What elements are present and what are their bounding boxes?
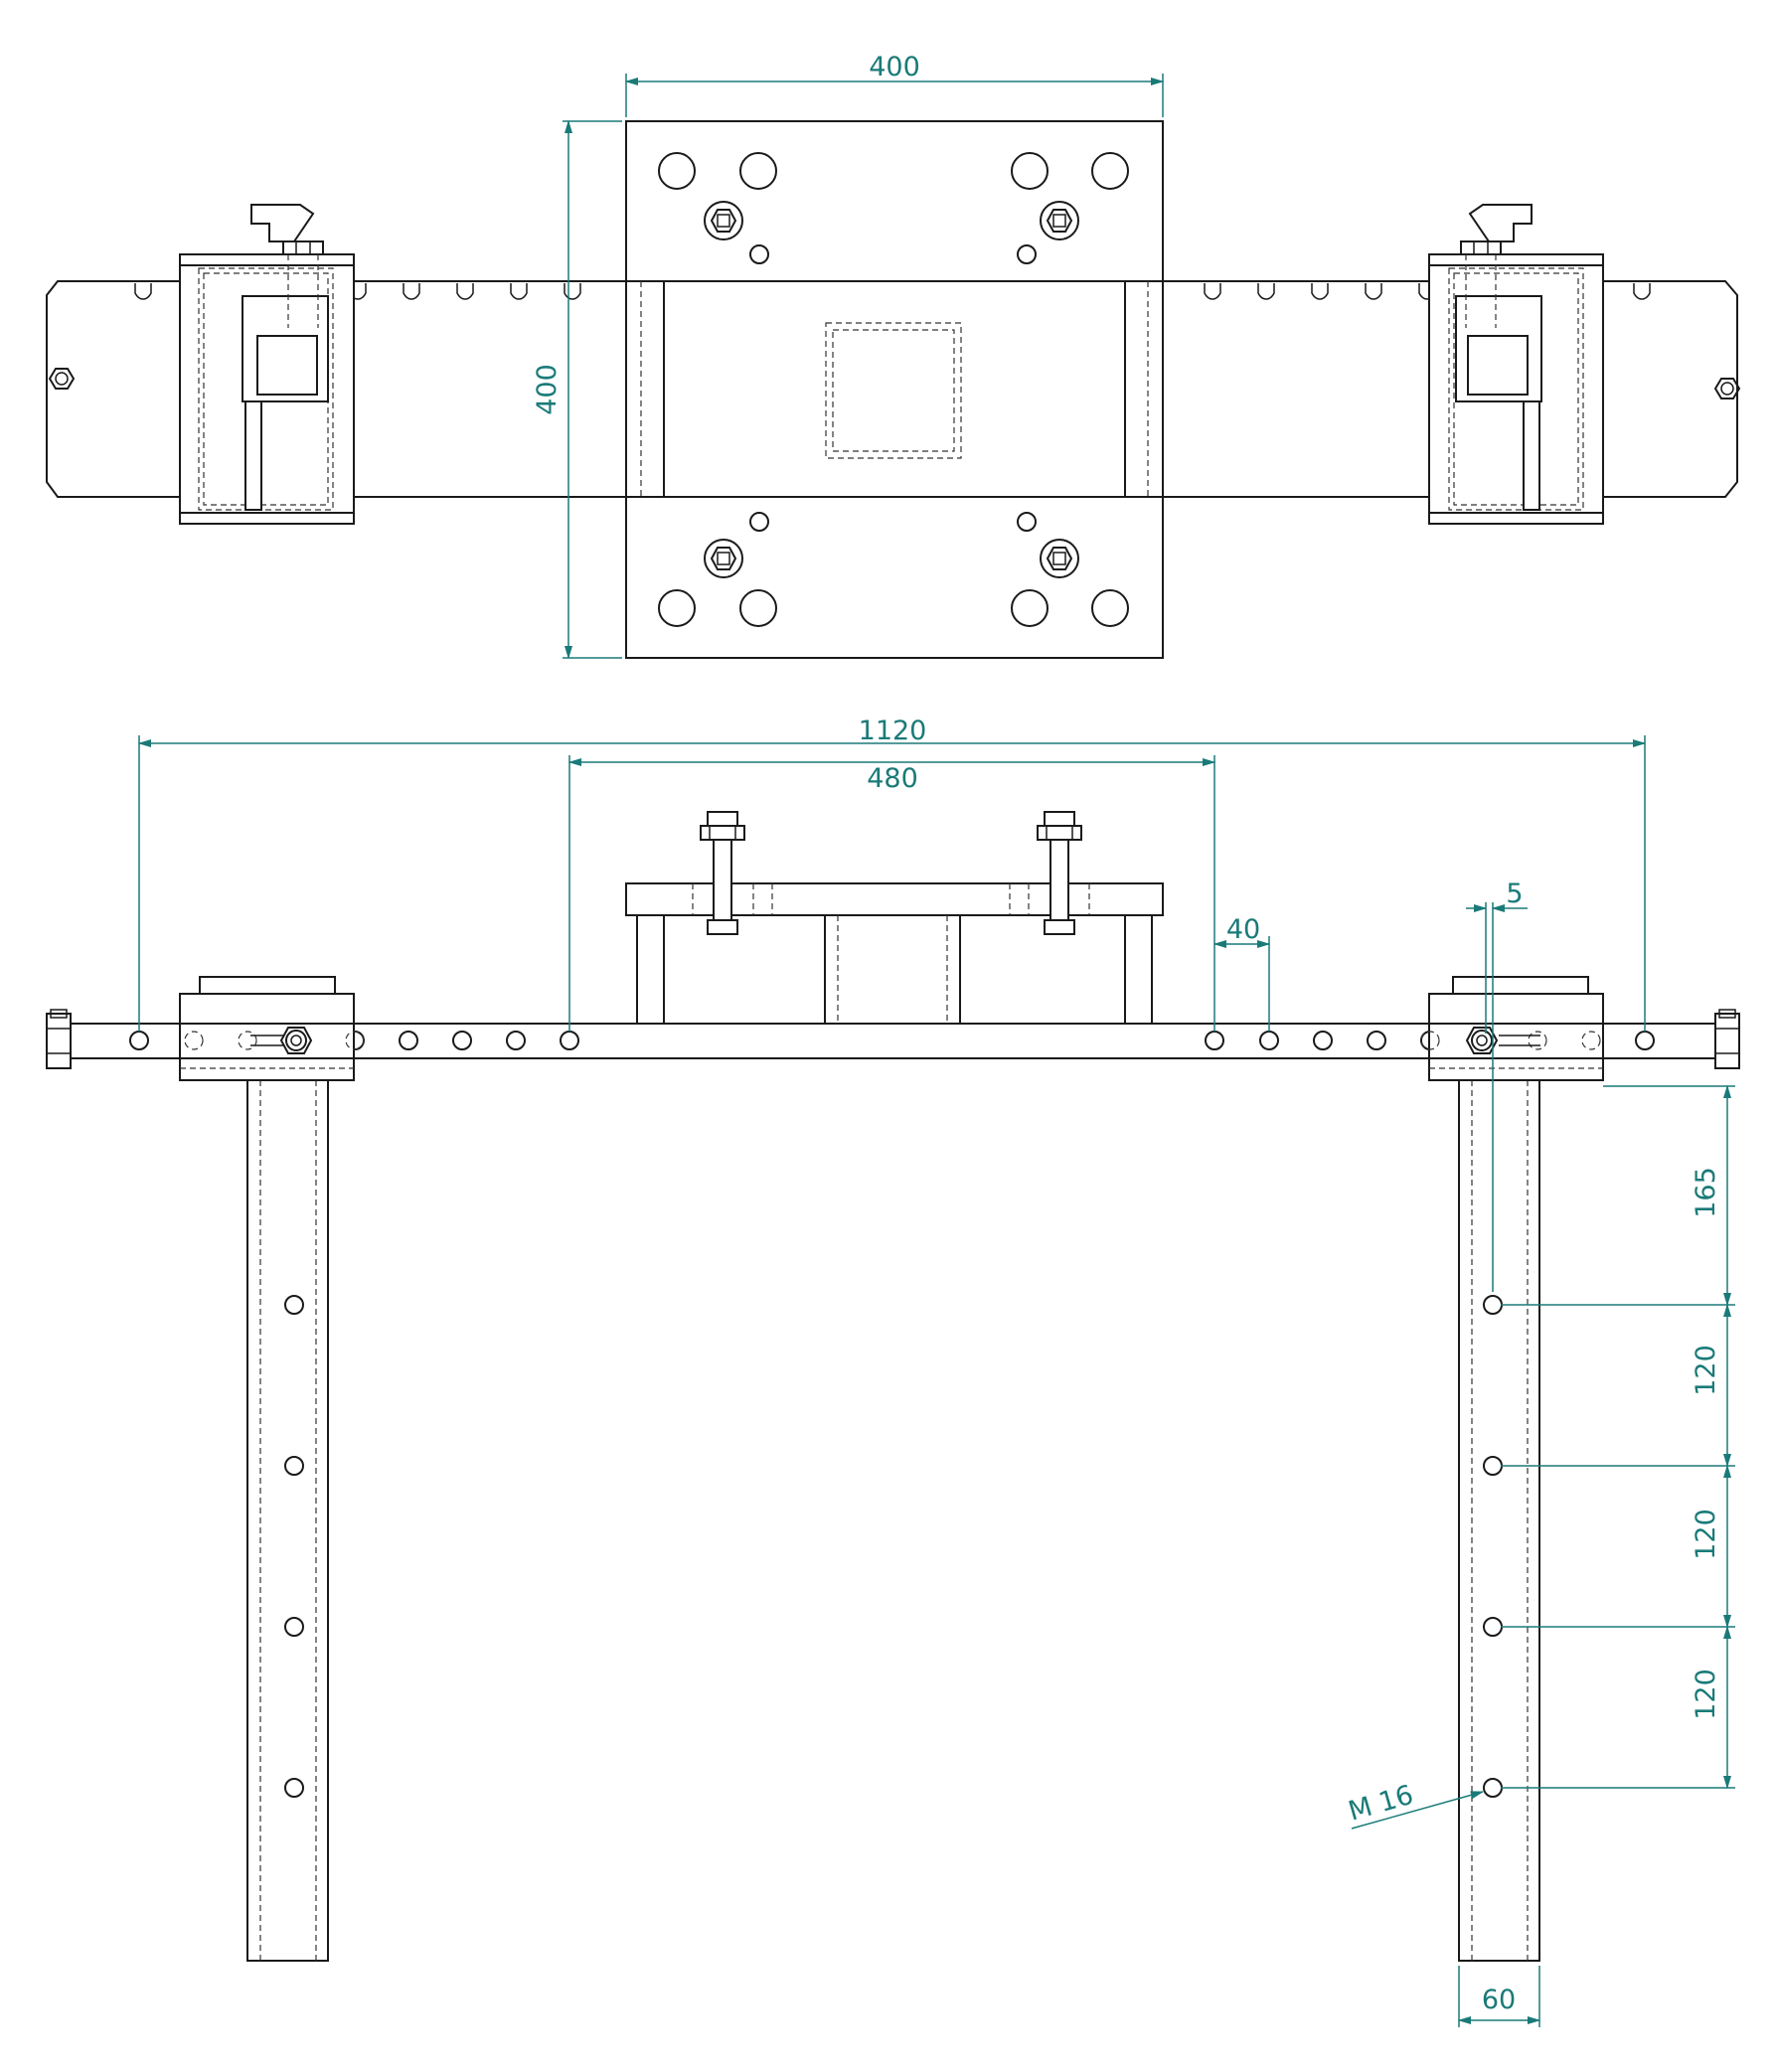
dim-label-pitch-2: 120 [1691, 1509, 1721, 1560]
end-nut-right [1713, 378, 1741, 399]
bolt-icon [700, 811, 745, 935]
top-view: 400 400 [46, 52, 1741, 660]
dim-label-pitch-1: 120 [1691, 1345, 1721, 1396]
clamp-knob-icon [279, 1027, 313, 1054]
clamp-handle-icon [1460, 204, 1533, 328]
dim-label-first-hole: 165 [1691, 1167, 1721, 1218]
bolt-icon [1037, 811, 1082, 935]
bolt-head-icon [1040, 539, 1079, 578]
dim-top-height: 400 [532, 119, 622, 660]
bolt-head-icon [1040, 201, 1079, 240]
bolt-head-icon [704, 539, 743, 578]
bolt-head-icon [704, 201, 743, 240]
front-view: 1120 480 40 5 [46, 716, 1740, 2027]
dim-label-hole-pitch: 40 [1226, 914, 1260, 945]
dim-label-overall-span: 1120 [859, 716, 927, 746]
dim-overall-span: 1120 [137, 716, 1647, 1032]
dim-label-leg-width: 60 [1482, 1985, 1516, 2015]
clamp-right-top [1428, 204, 1604, 525]
center-plate [625, 120, 1164, 659]
leg-right [1458, 1079, 1540, 1962]
dim-label-pitch-3: 120 [1691, 1669, 1721, 1720]
dim-mount-span: 480 [567, 755, 1216, 1032]
dim-label-top-width: 400 [869, 52, 920, 82]
dim-label-top-height: 400 [532, 364, 563, 415]
dim-label-offset: 5 [1506, 878, 1523, 909]
dim-vertical-chain: 165 120 120 120 [1501, 1084, 1735, 1790]
clamp-left-top [179, 204, 355, 525]
clamp-right-front [1420, 976, 1604, 1081]
clamp-knob-icon [1465, 1027, 1499, 1054]
dim-top-width: 400 [624, 52, 1165, 117]
dim-leg-width: 60 [1457, 1966, 1541, 2027]
clamp-left-front [179, 976, 365, 1081]
dim-label-mount-span: 480 [867, 763, 918, 794]
leg-left [246, 1079, 329, 1962]
end-nut-left [48, 368, 76, 390]
mount-assembly [625, 811, 1164, 1025]
dim-offset: 5 [1466, 878, 1528, 1292]
clamp-handle-icon [250, 204, 324, 328]
dim-hole-pitch: 40 [1212, 914, 1271, 1032]
